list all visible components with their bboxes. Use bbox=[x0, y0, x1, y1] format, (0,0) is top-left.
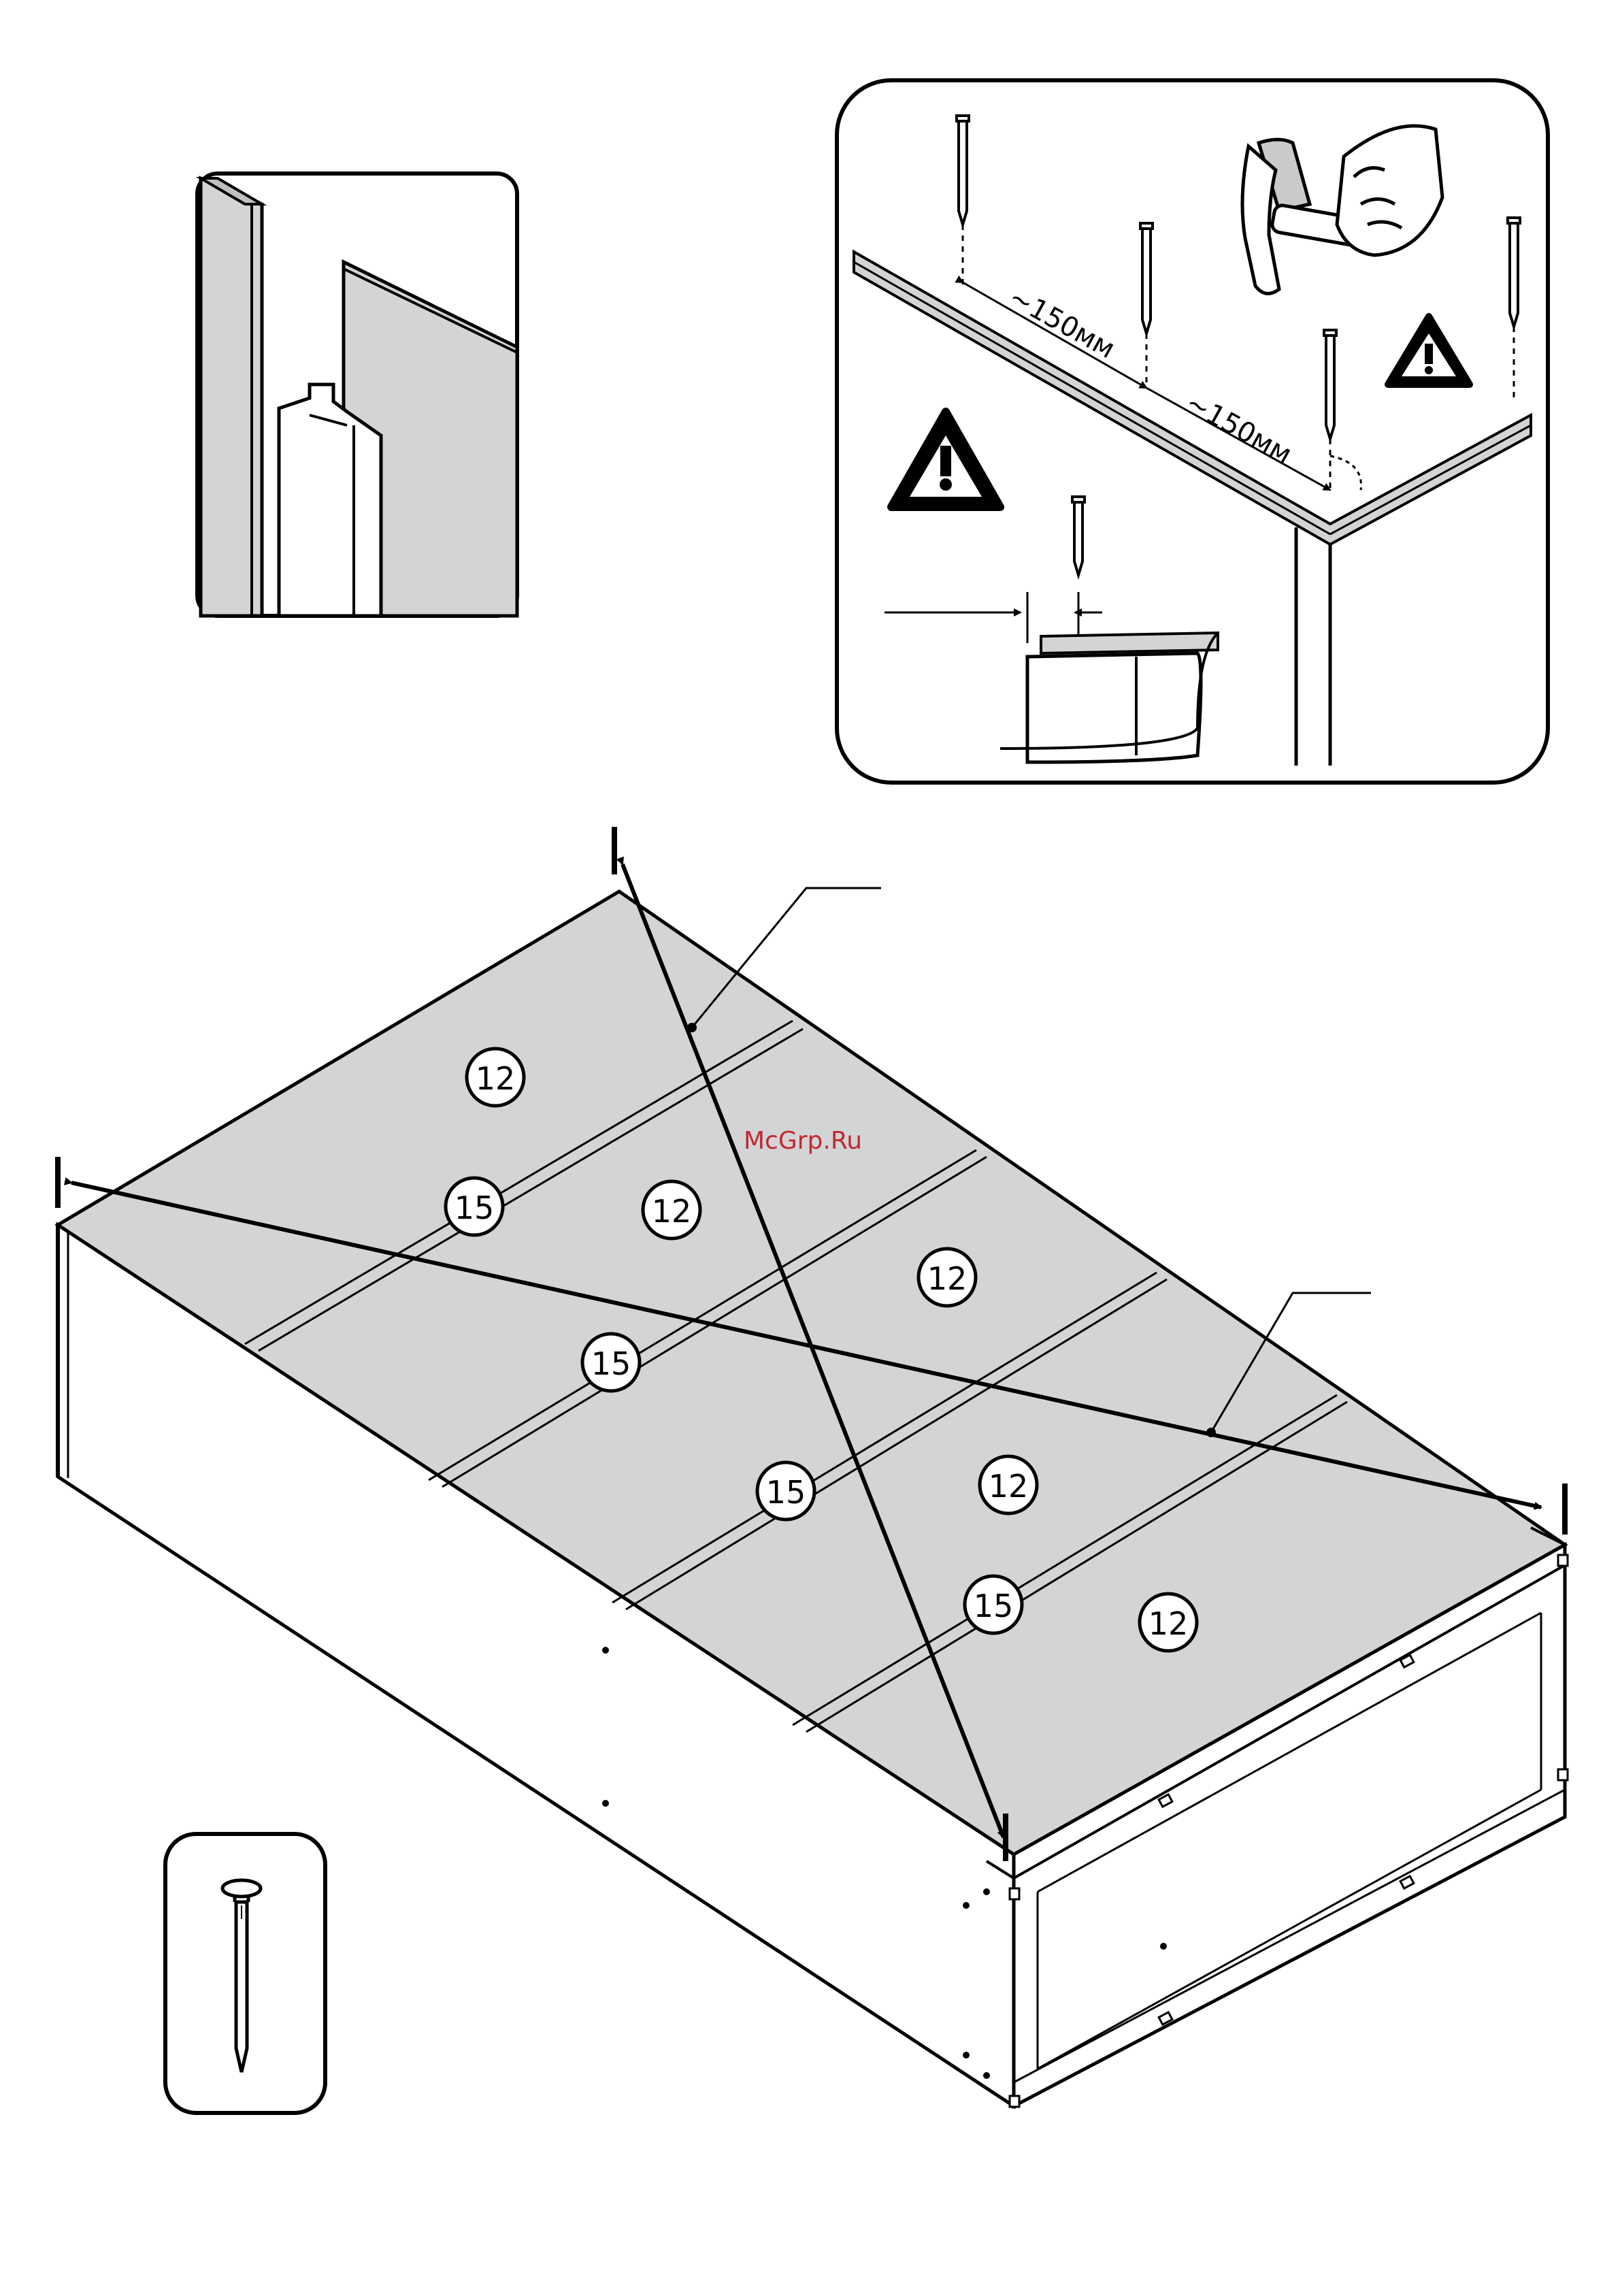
callout-number: 15 bbox=[974, 1588, 1014, 1624]
part-callout-12: 12 bbox=[467, 1049, 524, 1106]
watermark: McGrp.Ru bbox=[744, 1127, 862, 1155]
callout-number: 12 bbox=[927, 1260, 968, 1297]
part-callout-15: 15 bbox=[446, 1178, 503, 1235]
callout-number: 12 bbox=[476, 1060, 516, 1097]
callout-number: 15 bbox=[766, 1474, 806, 1511]
nailing-detail-inset: ~150мм ~150мм bbox=[837, 80, 1548, 783]
callout-number: 12 bbox=[989, 1468, 1029, 1505]
callout-number: 15 bbox=[591, 1345, 631, 1382]
fastener-inset bbox=[165, 1834, 325, 2113]
groove-detail-inset bbox=[197, 174, 517, 616]
callout-number: 12 bbox=[1148, 1605, 1189, 1642]
part-callout-15: 15 bbox=[582, 1334, 640, 1391]
callout-number: 12 bbox=[652, 1193, 692, 1230]
part-callout-12: 12 bbox=[643, 1181, 700, 1239]
part-callout-15: 15 bbox=[757, 1462, 814, 1520]
part-callout-15: 15 bbox=[965, 1576, 1022, 1633]
part-callout-12: 12 bbox=[919, 1249, 976, 1306]
part-callout-12: 12 bbox=[980, 1456, 1037, 1513]
callout-number: 15 bbox=[454, 1190, 495, 1226]
part-callout-12: 12 bbox=[1140, 1594, 1197, 1651]
